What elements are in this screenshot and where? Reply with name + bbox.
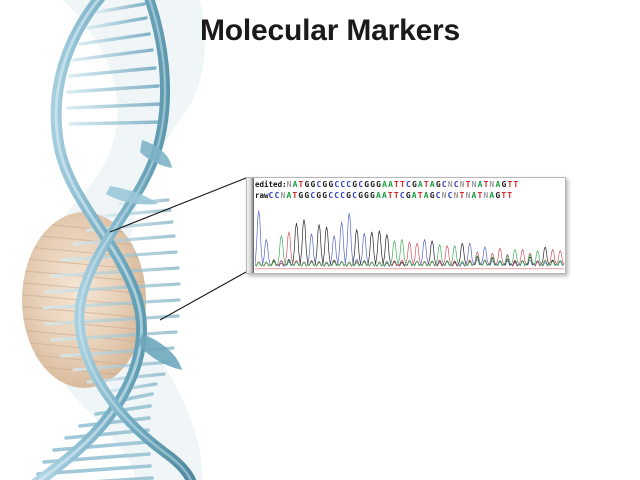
sequence-row-separator-edited: :	[282, 180, 287, 189]
base-C: C	[268, 191, 275, 200]
base-G: G	[495, 191, 502, 200]
base-T: T	[292, 191, 299, 200]
base-T: T	[507, 191, 514, 200]
base-C: C	[447, 191, 454, 200]
page-title: Molecular Markers	[199, 14, 461, 47]
sequence-rows: edited:NATGGCGGCCCGCGGGAATTCGATAGCNCNTNA…	[255, 179, 564, 203]
base-A: A	[471, 191, 478, 200]
base-T: T	[459, 191, 466, 200]
base-T: T	[387, 191, 394, 200]
sequence-bases-edited: NATGGCGGCCCGCGGGAATTCGATAGCNCNTNATNAGTT	[287, 179, 520, 190]
base-G: G	[322, 180, 329, 189]
sequence-bases-raw: CCNATGGCGGCCCGCGGGAATTCGATAGCNCNTNATNAGT…	[269, 190, 514, 201]
base-G: G	[411, 180, 418, 189]
sequence-row-label-raw: raw	[255, 191, 269, 200]
base-G: G	[322, 191, 329, 200]
base-T: T	[394, 180, 401, 189]
base-T: T	[501, 191, 508, 200]
base-T: T	[477, 191, 484, 200]
base-C: C	[274, 191, 281, 200]
base-T: T	[298, 180, 305, 189]
base-C: C	[405, 180, 412, 189]
base-G: G	[304, 180, 311, 189]
base-N: N	[465, 191, 472, 200]
base-N: N	[459, 180, 466, 189]
dna-double-helix-illustration	[22, 0, 205, 480]
base-T: T	[483, 180, 490, 189]
base-A: A	[423, 191, 430, 200]
base-G: G	[364, 191, 371, 200]
base-C: C	[334, 191, 341, 200]
base-C: C	[328, 191, 335, 200]
base-C: C	[316, 180, 323, 189]
base-A: A	[388, 180, 395, 189]
base-G: G	[298, 191, 305, 200]
sequence-row-raw: rawCCNATGGCGGCCCGCGGGAATTCGATAGCNCNTNATN…	[255, 190, 564, 201]
base-A: A	[489, 191, 496, 200]
base-G: G	[358, 191, 365, 200]
base-G: G	[328, 180, 335, 189]
base-T: T	[400, 180, 406, 189]
base-C: C	[346, 180, 353, 189]
base-G: G	[376, 180, 383, 189]
base-G: G	[501, 180, 508, 189]
base-A: A	[417, 180, 424, 189]
base-A: A	[375, 191, 382, 200]
trace-channel-C	[255, 210, 564, 267]
base-A: A	[429, 180, 436, 189]
base-T: T	[507, 180, 514, 189]
base-C: C	[399, 191, 406, 200]
base-G: G	[352, 180, 359, 189]
base-G: G	[405, 191, 412, 200]
base-A: A	[292, 180, 299, 189]
chromatogram-panel: edited:NATGGCGGCCCGCGGGAATTCGATAGCNCNTNA…	[246, 177, 566, 274]
base-C: C	[310, 191, 317, 200]
base-N: N	[453, 191, 460, 200]
base-G: G	[316, 191, 323, 200]
base-G: G	[370, 180, 377, 189]
base-G: G	[429, 191, 436, 200]
base-N: N	[483, 191, 490, 200]
base-N: N	[286, 180, 293, 189]
panel-left-gutter	[247, 178, 254, 273]
base-C: C	[352, 191, 359, 200]
base-N: N	[280, 191, 287, 200]
base-A: A	[286, 191, 293, 200]
base-G: G	[370, 191, 376, 200]
helix-backbone-back-hilite	[78, 0, 193, 480]
base-T: T	[417, 191, 424, 200]
base-C: C	[453, 180, 460, 189]
base-G: G	[346, 191, 353, 200]
base-A: A	[381, 191, 388, 200]
base-N: N	[447, 180, 454, 189]
chromatogram-trace	[255, 203, 564, 272]
base-C: C	[334, 180, 341, 189]
base-N: N	[441, 191, 448, 200]
base-N: N	[471, 180, 478, 189]
base-C: C	[435, 191, 442, 200]
base-C: C	[340, 180, 347, 189]
sequence-row-label-edited: edited	[255, 180, 283, 189]
base-G: G	[310, 180, 317, 189]
base-A: A	[382, 180, 389, 189]
base-G: G	[435, 180, 442, 189]
base-C: C	[340, 191, 347, 200]
helix-backbone-front-hilite	[37, 0, 143, 480]
base-T: T	[513, 180, 520, 189]
helix-backbone-back	[74, 0, 197, 480]
chromatogram-trace-svg	[255, 210, 564, 270]
base-C: C	[441, 180, 448, 189]
base-A: A	[477, 180, 484, 189]
base-T: T	[465, 180, 472, 189]
sequence-row-edited: edited:NATGGCGGCCCGCGGGAATTCGATAGCNCNTNA…	[255, 179, 564, 190]
base-T: T	[423, 180, 430, 189]
base-G: G	[304, 191, 311, 200]
base-A: A	[411, 191, 418, 200]
base-C: C	[358, 180, 365, 189]
base-G: G	[364, 180, 371, 189]
trace-channel-A	[255, 235, 564, 267]
base-T: T	[393, 191, 400, 200]
base-A: A	[495, 180, 502, 189]
base-N: N	[489, 180, 496, 189]
